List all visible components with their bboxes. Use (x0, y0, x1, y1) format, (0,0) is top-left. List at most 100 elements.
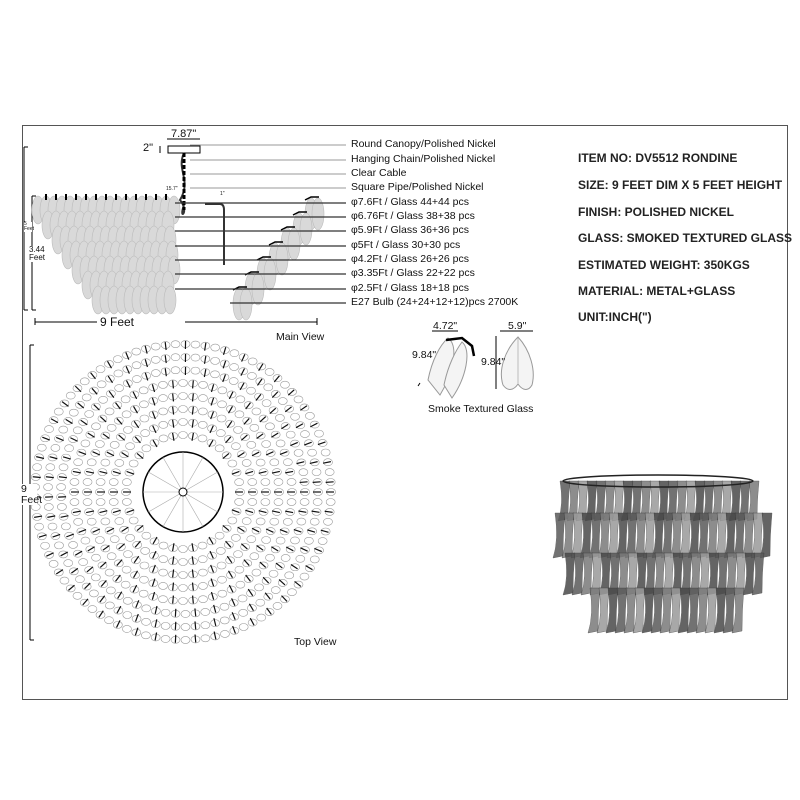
glass-leaf-top (280, 380, 290, 389)
glass-leaf-top (95, 440, 105, 448)
glass-leaf-top (106, 423, 117, 432)
spec-item: ITEM NO: DV5512 RONDINE (578, 151, 738, 165)
glass-leaf-top (158, 407, 168, 416)
glass-leaf-top (307, 448, 317, 457)
glass-leaf-top (80, 536, 91, 545)
glass-leaf-top (216, 547, 226, 555)
glass-leaf-top (238, 623, 249, 631)
glass-leaf-top (89, 589, 99, 598)
glass-leaf-top (198, 595, 208, 603)
body-height-label: 3.44 Feet (29, 246, 49, 262)
glass-leaf-top (158, 555, 169, 563)
glass-leaf-top (285, 430, 296, 439)
glass-leaf-top (141, 618, 151, 626)
photo-glass-leaf (587, 587, 601, 634)
glass-leaf-top (64, 444, 74, 453)
glass-leaf-top (272, 602, 283, 610)
glass-leaf-top (73, 458, 83, 466)
glass-leaf-top (57, 503, 67, 511)
glass-leaf-top (309, 555, 320, 564)
glass-leaf-top (50, 444, 61, 452)
glass-leaf-top (132, 375, 142, 383)
width-label: 9 Feet (100, 315, 135, 329)
callout-label: φ3.35Ft / Glass 22+22 pcs (351, 267, 475, 279)
glass-leaf-top (122, 625, 132, 633)
glass-leaf-top (131, 361, 142, 370)
glass-leaf-top (299, 572, 310, 581)
glass-leaf-top (160, 635, 171, 643)
glass-leaf-top (300, 430, 310, 438)
bulb-holder (125, 194, 127, 200)
photo-glass-leaf (731, 587, 745, 634)
glass-leaf-top (235, 580, 246, 589)
glass-leaf-top (295, 554, 306, 563)
glass-leaf-top (210, 357, 220, 365)
glass-leaf-top (48, 560, 59, 568)
glass-leaf-top (34, 522, 44, 531)
glass-leaf-top (290, 412, 300, 421)
glass-leaf-top (233, 426, 243, 434)
glass-leaf-top (280, 554, 291, 562)
glass-leaf-top (246, 441, 257, 449)
glass-leaf-top (261, 399, 272, 407)
glass-leaf-top (290, 536, 300, 545)
center-hub (178, 487, 188, 497)
glass-leaf-top (220, 630, 230, 638)
glass-leaf-top (141, 531, 152, 540)
glass-leaf-top (122, 498, 132, 506)
tier-arm (268, 241, 283, 246)
glass-leaf-top (151, 369, 161, 377)
glass-leaf-top (261, 440, 271, 448)
glass-leaf-top (180, 623, 191, 631)
top-view-diameter-label: 9 Feet (21, 483, 43, 506)
bulb-holder (65, 194, 67, 200)
glass-leaf-top (309, 517, 320, 526)
glass-leaf-top (56, 483, 66, 491)
tier-arm (304, 196, 319, 201)
glass-caption: Smoke Textured Glass (428, 403, 534, 415)
bulb-holder (165, 194, 167, 200)
photo-glass-leaf (552, 512, 566, 559)
glass-leaf-top (120, 395, 131, 404)
glass-leaf (275, 242, 289, 276)
pipe-gap-label: 1" (220, 191, 225, 197)
photo-glass-leaf (751, 552, 765, 596)
glass-leaf-top (298, 468, 309, 476)
glass-leaf (299, 212, 313, 246)
glass-leaf-top (95, 536, 105, 544)
glass-leaf-top (63, 559, 74, 567)
glass-leaf-top (138, 589, 149, 598)
glass-leaf-top (219, 616, 230, 625)
glass-leaf-top (141, 604, 152, 613)
glass-leaf-top (178, 418, 188, 426)
glass-leaf-top (98, 395, 108, 404)
glass-leaf-top (249, 552, 260, 561)
glass-leaf-top (317, 537, 328, 545)
callout-label: Square Pipe/Polished Nickel (351, 181, 484, 193)
glass-leaf-top (95, 478, 106, 486)
callout-label: φ6.76Ft / Glass 38+38 pcs (351, 210, 475, 222)
glass-leaf-top (170, 353, 181, 362)
glass-leaf-top (61, 522, 71, 531)
glass-leaf-top (286, 478, 297, 486)
bulb-holder (135, 194, 137, 200)
glass-leaf-top (251, 407, 262, 416)
glass-leaf-top (198, 407, 208, 416)
bulb-holder (145, 194, 147, 200)
glass-leaf-top (246, 386, 256, 395)
glass-leaf-top (210, 370, 220, 379)
product-photo (540, 463, 776, 660)
glass-leaf-top (197, 555, 208, 563)
bulb-holder (155, 194, 157, 200)
tier-arm (280, 226, 295, 231)
glass-leaf-top (100, 458, 111, 467)
glass-leaf-top (91, 553, 101, 562)
spec-item: FINISH: POLISHED NICKEL (578, 205, 735, 219)
glass-leaf-top (231, 534, 241, 542)
glass-leaf-top (237, 594, 248, 603)
glass-leaf-top (106, 552, 117, 561)
glass-leaf-top (216, 414, 227, 423)
glass-leaf-top (54, 541, 64, 550)
glass-leaf-top (106, 586, 116, 595)
glass-leaf-top (43, 483, 53, 491)
